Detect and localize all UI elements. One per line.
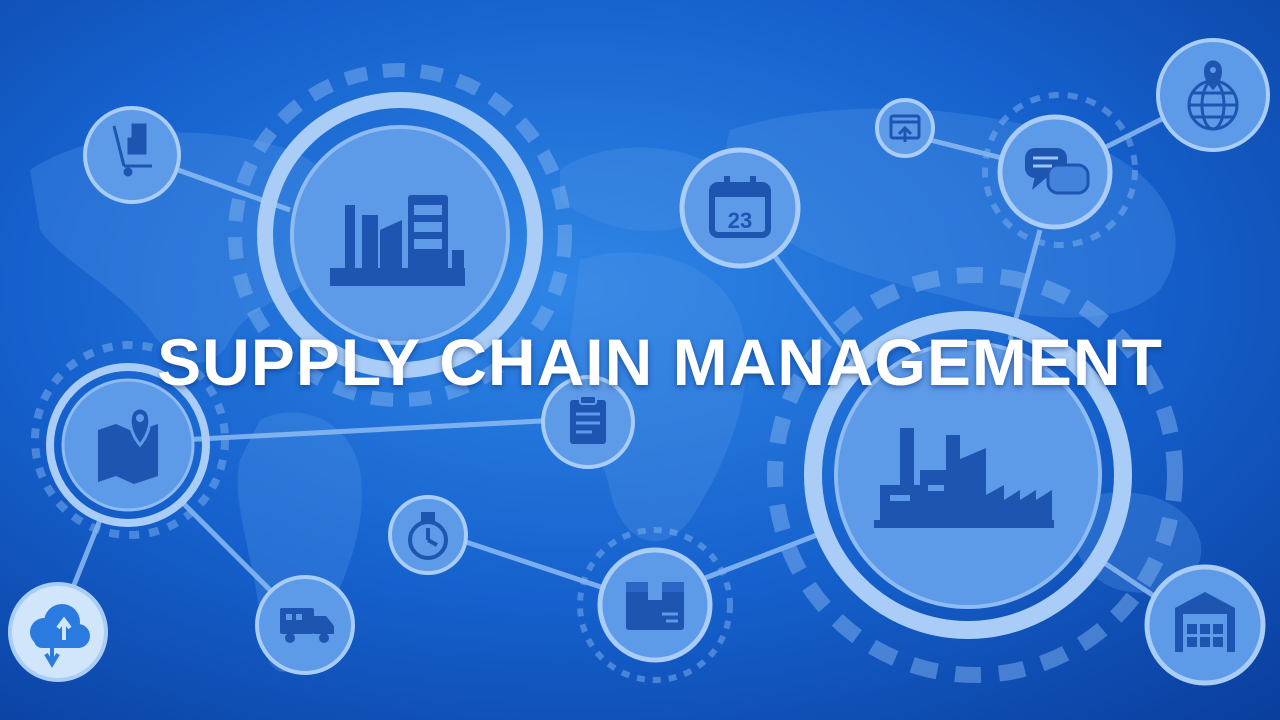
factory-node — [257, 92, 543, 378]
upload-window-node — [875, 98, 935, 158]
factory-large-node — [804, 311, 1132, 639]
hand-truck-node — [83, 106, 181, 204]
clipboard-node — [541, 375, 635, 469]
stopwatch-node — [388, 495, 468, 575]
calendar-icon: 23 — [709, 176, 771, 238]
map-node — [46, 363, 210, 527]
hand-truck-icon — [112, 123, 152, 177]
factory-large-icon — [874, 428, 1054, 528]
calendar-day: 23 — [728, 208, 752, 233]
chat-icon — [1025, 148, 1090, 195]
package-node — [597, 547, 713, 663]
warehouse-icon — [1175, 592, 1235, 652]
decorative-rings — [31, 63, 1183, 683]
warehouse-node — [1144, 564, 1266, 686]
stopwatch-icon — [408, 512, 448, 560]
globe-node — [1156, 38, 1270, 152]
factory-icon — [330, 195, 465, 286]
headline: SUPPLY CHAIN MANAGEMENT — [157, 325, 1163, 399]
cloud-node — [8, 582, 108, 682]
chat-node — [997, 114, 1113, 230]
globe-pin-icon — [1187, 60, 1239, 131]
package-icon — [626, 578, 684, 630]
map-pin-icon — [98, 406, 158, 484]
delivery-truck-node — [255, 575, 355, 675]
clipboard-icon — [570, 395, 606, 444]
cloud-sync-icon — [30, 604, 90, 668]
upload-window-icon — [889, 114, 921, 142]
delivery-truck-icon — [280, 608, 334, 643]
calendar-node: 23 — [679, 147, 801, 269]
